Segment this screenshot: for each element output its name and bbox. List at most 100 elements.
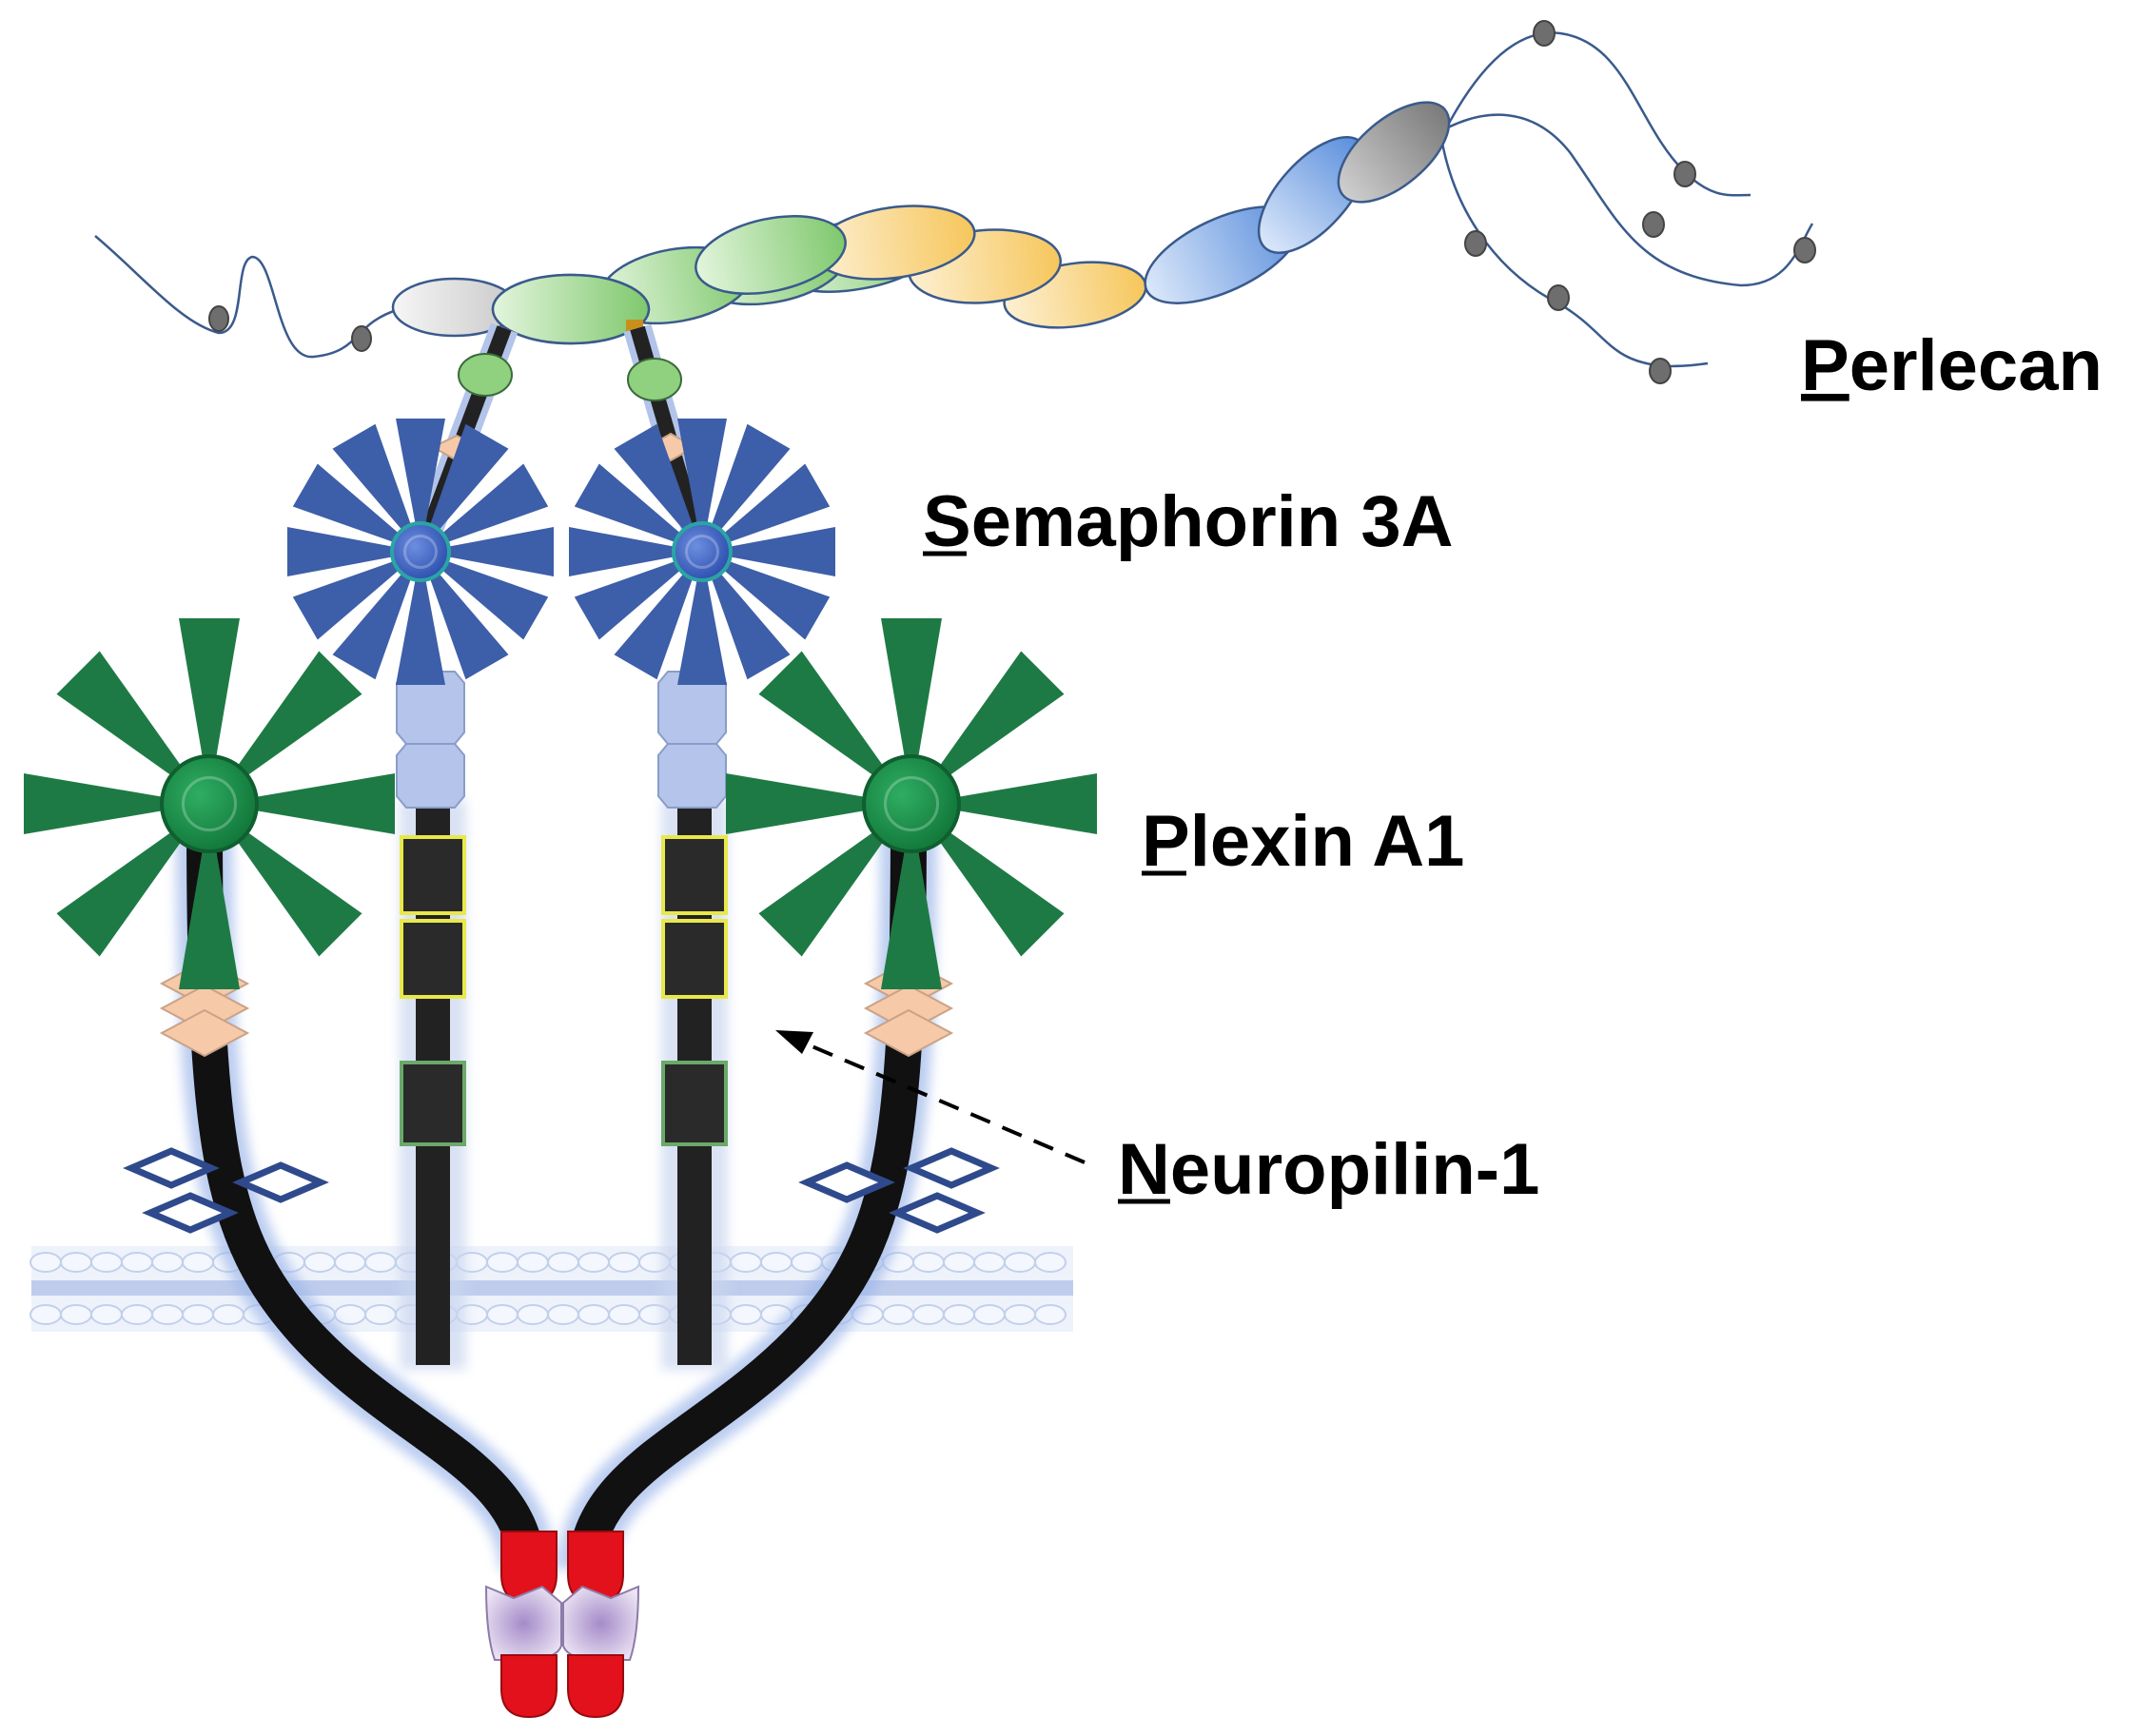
- plexin-blade: [56, 651, 192, 787]
- semaphorin-blade: [292, 558, 404, 640]
- svg-text:Plexin A1: Plexin A1: [1142, 801, 1464, 882]
- plexin-blade: [929, 821, 1065, 957]
- plexin-core: [160, 754, 259, 853]
- lipid-head: [943, 1304, 975, 1325]
- lipid-head: [608, 1252, 640, 1273]
- semaphorin-blade: [709, 568, 791, 680]
- neuropilin-a2-domain: [657, 743, 727, 809]
- lipid-head: [486, 1304, 519, 1325]
- plexin-cytoplasmic-gap-domains: [484, 1531, 640, 1719]
- plexin-blade: [758, 821, 894, 957]
- gag-chain-bead: [1547, 284, 1570, 311]
- plexin-blade: [238, 773, 395, 834]
- label-perlecan-initial: P: [1801, 325, 1849, 406]
- cell-membrane: [29, 1246, 1073, 1332]
- lipid-head: [608, 1304, 640, 1325]
- plexin-a1-sema-domain-right: [726, 618, 1097, 989]
- plexin-blade: [881, 832, 942, 989]
- label-neuropilin-1: Neuropilin-1: [1118, 1129, 1539, 1210]
- semaphorin-linker-right: [623, 323, 716, 556]
- semaphorin-blade: [709, 423, 791, 536]
- neuropilin-1-right: [657, 671, 728, 1370]
- semaphorin-blade: [427, 423, 509, 536]
- lipid-head: [334, 1252, 366, 1273]
- neuropilin-b2-domain: [661, 919, 728, 999]
- neuropilin-pointer-arrow: [775, 1030, 1086, 1164]
- lipid-head: [577, 1304, 610, 1325]
- lipid-head: [29, 1304, 62, 1325]
- semaphorin-blade: [569, 527, 681, 576]
- lipid-head: [212, 1304, 245, 1325]
- lipid-head: [973, 1252, 1006, 1273]
- gag-chain-strand: [1445, 113, 1814, 287]
- plexin-blade: [758, 651, 894, 787]
- semaphorin-blade: [614, 568, 695, 680]
- label-neuropilin-rest: europilin-1: [1170, 1129, 1539, 1210]
- svg-text:Neuropilin-1: Neuropilin-1: [1118, 1129, 1539, 1210]
- semaphorin-core: [390, 521, 451, 582]
- gag-chain-bead: [1533, 20, 1556, 47]
- plexin-blade: [726, 773, 883, 834]
- gag-chain-bead: [351, 325, 372, 352]
- plexin-blade: [56, 821, 192, 957]
- svg-text:Semaphorin 3A: Semaphorin 3A: [923, 481, 1453, 562]
- semaphorin-blade: [396, 573, 445, 685]
- lipid-head: [730, 1252, 762, 1273]
- neuropilin-b1-domain: [661, 835, 728, 915]
- gag-chain-bead: [208, 305, 229, 332]
- gag-chain-bead: [1649, 358, 1672, 384]
- neuropilin-mam-domain: [400, 1061, 466, 1146]
- semaphorin-blade: [437, 558, 549, 640]
- lipid-head: [486, 1252, 519, 1273]
- lipid-head: [912, 1304, 945, 1325]
- perlecan: [94, 20, 1816, 384]
- label-semaphorin-rest: emaphorin 3A: [971, 481, 1454, 562]
- semaphorin-blade: [332, 568, 414, 680]
- lipid-head: [60, 1304, 92, 1325]
- label-plexin-rest: lexin A1: [1190, 801, 1465, 882]
- semaphorin-core: [672, 521, 733, 582]
- plexin-blade: [226, 651, 362, 787]
- plexin-blade: [226, 821, 362, 957]
- lipid-head: [60, 1252, 92, 1273]
- semaphorin-blade: [574, 558, 686, 640]
- lipid-head: [364, 1304, 397, 1325]
- lipid-head: [90, 1304, 123, 1325]
- lipid-head: [182, 1304, 214, 1325]
- label-neuropilin-initial: N: [1118, 1129, 1170, 1210]
- neuropilin-a2-domain: [396, 743, 465, 809]
- semaphorin-3a-sema-domain-right: [569, 419, 835, 685]
- label-semaphorin-initial: S: [923, 481, 971, 562]
- membrane-lipid-row: [29, 1252, 1066, 1273]
- plexin-blade: [881, 618, 942, 775]
- semaphorin-blade: [718, 463, 831, 545]
- label-plexin-a1: Plexin A1: [1142, 801, 1464, 882]
- label-plexin-initial: P: [1142, 801, 1190, 882]
- label-perlecan-rest: erlecan: [1849, 325, 2103, 406]
- lipid-head: [760, 1252, 793, 1273]
- svg-text:Perlecan: Perlecan: [1801, 325, 2103, 406]
- plexin-blade: [179, 618, 240, 775]
- lipid-head: [912, 1252, 945, 1273]
- semaphorin-blade: [718, 558, 831, 640]
- perlecan-domain-3: [695, 215, 847, 295]
- lipid-head: [364, 1252, 397, 1273]
- lipid-head: [547, 1304, 579, 1325]
- plexin-core-ring: [884, 776, 939, 831]
- plexin-blade: [940, 773, 1097, 834]
- perlecan-n-terminal-strand: [94, 235, 401, 359]
- semaphorin-core-ring: [685, 535, 719, 569]
- cytoplasmic-purple-domain: [484, 1585, 562, 1661]
- gag-chain-strand: [1439, 137, 1709, 368]
- lipid-head: [151, 1252, 184, 1273]
- plexin-blade: [179, 832, 240, 989]
- plexin-blade: [24, 773, 181, 834]
- neuropilin-b1-domain: [400, 835, 466, 915]
- gag-chain-strand: [1444, 31, 1751, 197]
- label-perlecan: Perlecan: [1801, 325, 2103, 406]
- lipid-head: [882, 1304, 914, 1325]
- neuropilin-1-left: [396, 671, 466, 1370]
- gag-chain-bead: [1464, 230, 1487, 257]
- lipid-head: [1034, 1252, 1066, 1273]
